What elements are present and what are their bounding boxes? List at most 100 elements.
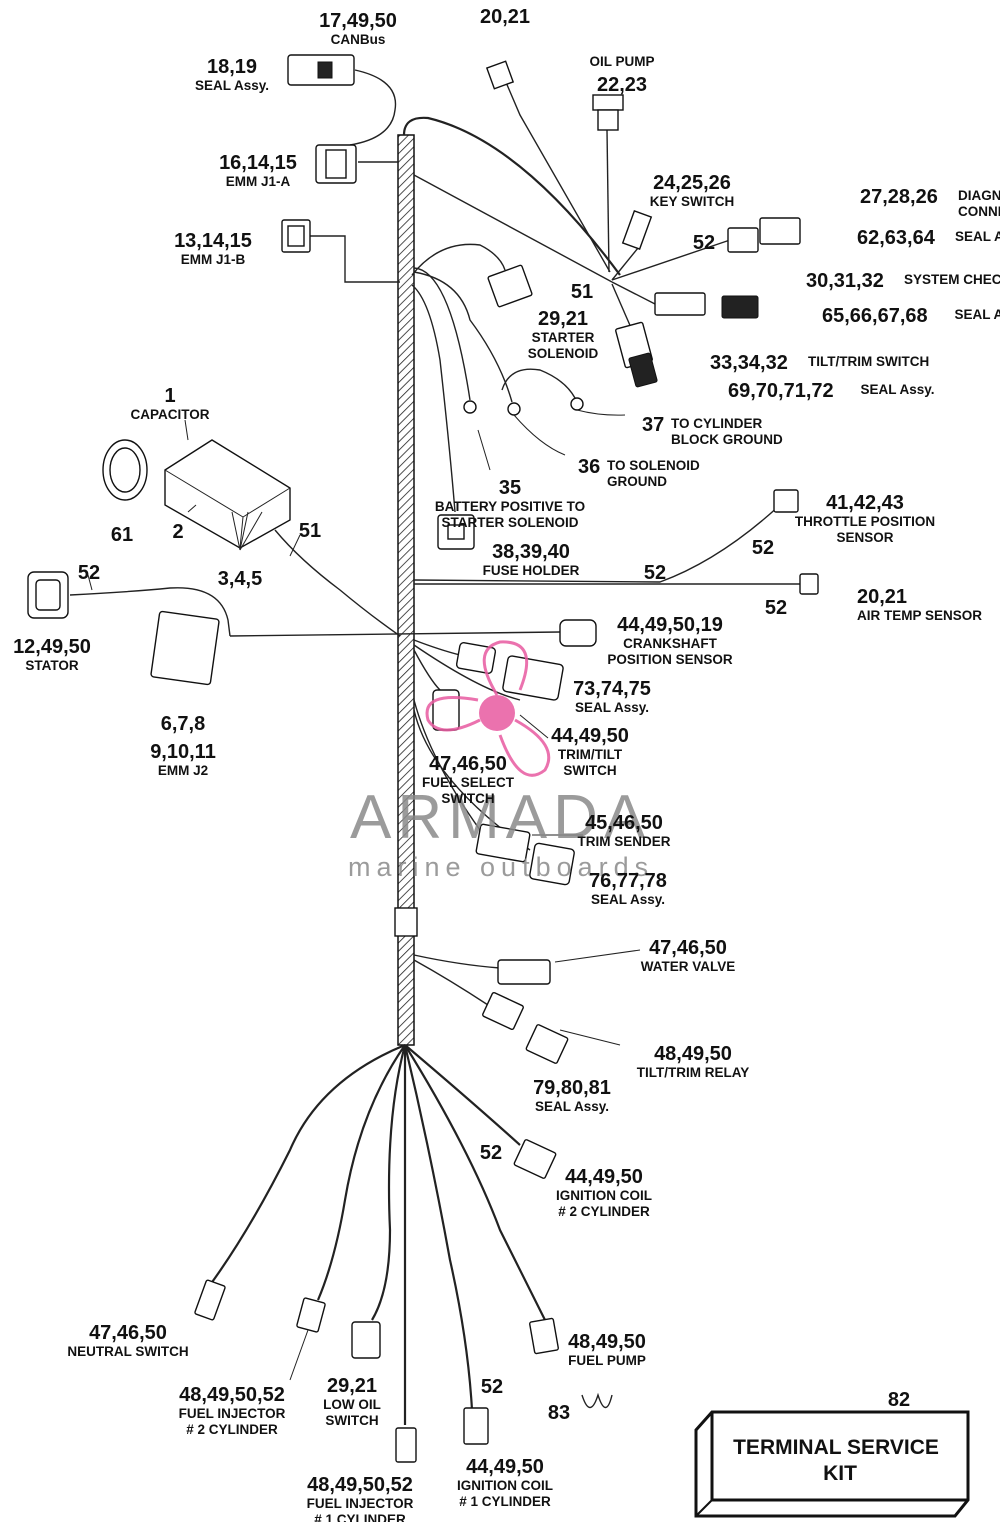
callout-number: 79,80,81 [533, 1077, 611, 1099]
terminal-service-kit: TERMINAL SERVICE KIT [694, 1410, 970, 1518]
callout-number: 12,49,50 [13, 636, 91, 658]
callout-number: 62,63,64 [857, 227, 936, 249]
callout-number: 52 [480, 1142, 502, 1164]
callout-number: 51 [299, 520, 321, 542]
callout-number: 37 [642, 414, 664, 436]
callout-number: 35 [499, 477, 521, 499]
callout-label: TRIM/TILT [558, 747, 623, 762]
callout-number: 83 [548, 1402, 570, 1424]
callout-oil-pump: 22,23 OIL PUMP [589, 54, 654, 96]
callout-tie-52-coil1: 52 [481, 1376, 503, 1398]
callout-label: SEAL Assy. [955, 307, 1000, 322]
callout-number: 13,14,15 [174, 230, 252, 252]
callout-label: NEUTRAL SWITCH [67, 1344, 188, 1359]
callout-label: DIAGNOSTIC [958, 188, 1000, 203]
callout-number: 52 [78, 562, 100, 584]
callout-number: 29,21 [538, 308, 588, 330]
callout-screws-345: 3,4,5 [218, 568, 262, 590]
callout-tie-52-mid: 52 [644, 562, 666, 584]
callout-label: BLOCK GROUND [671, 432, 783, 447]
callout-cyl-head-temp: 20,21CYLINDER HEADTEMP SENSOR [456, 0, 554, 28]
callout-label: FUEL PUMP [568, 1353, 646, 1368]
callout-number: 45,46,50 [585, 812, 663, 834]
callout-label: TO SOLENOID [607, 458, 700, 473]
callout-number: 61 [111, 524, 133, 546]
callout-label: FUEL SELECT [422, 775, 515, 790]
callout-number: 47,46,50 [429, 753, 507, 775]
callout-label: SEAL Assy. [591, 892, 665, 907]
callout-label: # 2 CYLINDER [186, 1422, 278, 1437]
callout-number: 69,70,71,72 [728, 380, 834, 402]
callout-number: 48,49,50,52 [179, 1384, 285, 1406]
callout-number: 2 [172, 521, 183, 543]
callout-label: SWITCH [325, 1413, 378, 1428]
callout-number: 51 [571, 281, 593, 303]
callout-tie-52-diag: 52 [693, 232, 715, 254]
callout-label: TO CYLINDER [671, 416, 763, 431]
callout-number: 3,4,5 [218, 568, 262, 590]
callout-label: EMM J1-A [226, 174, 291, 189]
callout-label: WATER VALVE [641, 959, 736, 974]
callout-label: CRANKSHAFT [623, 636, 717, 651]
callout-label: CONNECTOR [958, 204, 1000, 219]
callout-number: 22,23 [597, 74, 647, 96]
connector-parts [27, 54, 819, 1463]
callout-number: 52 [765, 597, 787, 619]
callout-label: SEAL Assy. [861, 382, 935, 397]
watermark-brand: ARMADA [350, 783, 651, 852]
callout-number: 76,77,78 [589, 870, 667, 892]
callout-tie-52-coil2: 52 [480, 1142, 502, 1164]
callout-number: 41,42,43 [826, 492, 904, 514]
callout-label: SWITCH [563, 763, 616, 778]
callout-label: FUEL INJECTOR [307, 1496, 414, 1511]
callout-label: TEMP SENSOR [456, 0, 554, 1]
callout-number: 48,49,50 [654, 1043, 732, 1065]
callout-number: 6,7,8 [161, 713, 205, 735]
callout-number: 44,49,50 [565, 1166, 643, 1188]
callout-label: SWITCH [441, 791, 494, 806]
callout-number: 36 [578, 456, 600, 478]
callout-number: 44,49,50,19 [617, 614, 723, 636]
callout-tie-51-left: 51 [299, 520, 321, 542]
callout-label: OIL PUMP [589, 54, 654, 69]
callout-number: 30,31,32 [806, 270, 884, 292]
kit-title-line1: TERMINAL SERVICE [733, 1436, 939, 1459]
callout-tie-52-air: 52 [765, 597, 787, 619]
callout-label: EMM J2 [158, 763, 208, 778]
callout-tilt-trim-seal: 69,70,71,72 SEAL Assy. [728, 380, 935, 402]
callout-label: IGNITION COIL [457, 1478, 553, 1493]
callout-label: KEY SWITCH [650, 194, 735, 209]
callout-number: 29,21 [327, 1375, 377, 1397]
callout-label: STARTER [532, 330, 595, 345]
callout-label: # 1 CYLINDER [459, 1494, 551, 1509]
callout-label: FUEL INJECTOR [179, 1406, 286, 1421]
callout-label: TILT/TRIM SWITCH [808, 354, 929, 369]
callout-number: 38,39,40 [492, 541, 570, 563]
callout-tie-51-top: 51 [571, 281, 593, 303]
callout-number: 47,46,50 [89, 1322, 167, 1344]
callout-bracket-2: 2 [172, 521, 183, 543]
callout-label: GROUND [607, 474, 667, 489]
callout-label: # 1 CYLINDER [314, 1512, 406, 1522]
callout-label: LOW OIL [323, 1397, 381, 1412]
